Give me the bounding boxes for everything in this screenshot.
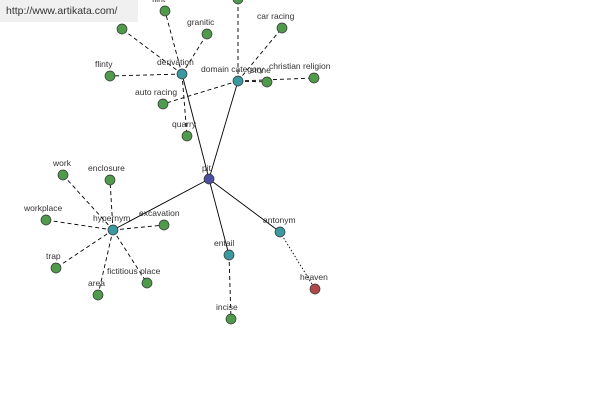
node-label: entail [214,238,234,248]
node-dot[interactable] [201,28,213,40]
node-work[interactable]: work [52,158,72,181]
node-dot[interactable] [116,23,128,35]
edge-domain-car_racing [237,27,283,82]
node-label: work [52,158,72,168]
node-dot[interactable] [40,214,52,226]
node-workplace[interactable]: workplace [23,203,63,226]
node-dot[interactable] [223,249,235,261]
edge-antonym-heaven [279,231,316,290]
edge-pit-entail [208,178,230,256]
edge-hypernym-trap [55,229,114,269]
node-label: hypernym [93,213,130,223]
node-label: stone [250,65,271,75]
node-car_racing[interactable]: car racing [257,11,295,34]
node-dot[interactable] [232,0,244,5]
node-label: domain category [201,64,265,74]
node-dot[interactable] [92,289,104,301]
node-dot[interactable] [181,130,193,142]
node-auto_racing[interactable]: auto racing [135,87,177,110]
watermark-bar: http://www.artikata.com/ [0,0,138,22]
node-dot[interactable] [141,277,153,289]
node-stone[interactable]: stone [250,65,273,88]
node-dot[interactable] [176,68,188,80]
node-deriv_unlabeled[interactable] [116,23,128,35]
edge-domain-christian_religion [237,77,315,82]
node-label: quarry [172,119,197,129]
node-area[interactable]: area [88,278,105,301]
node-label: incise [216,302,238,312]
node-antonym[interactable]: antonym [263,215,296,238]
node-label: enclosure [88,163,125,173]
edge-derivation-granitic [181,33,208,75]
node-flint[interactable]: flint [152,0,171,17]
watermark-url: http://www.artikata.com/ [6,5,118,17]
node-dot[interactable] [157,98,169,110]
edge-pit-domain [208,80,239,180]
node-label: excavation [139,208,180,218]
node-dot[interactable] [104,70,116,82]
edge-domain-auto_racing [162,80,239,105]
node-pit[interactable]: pit [202,163,215,185]
edge-derivation-flint [164,10,183,75]
node-label: pit [202,163,212,173]
edge-pit-derivation [181,73,210,180]
node-domain[interactable]: domain category [201,64,265,87]
node-derivation[interactable]: derivation [157,57,194,80]
node-dot[interactable] [57,169,69,181]
edge-pit-antonym [208,178,281,233]
node-incise[interactable]: incise [216,302,238,325]
node-domain_top[interactable] [232,0,244,5]
node-dot[interactable] [159,5,171,17]
node-label: workplace [23,203,63,213]
node-dot[interactable] [225,313,237,325]
edge-derivation-flinty [109,73,183,77]
node-dot[interactable] [276,22,288,34]
edge-hypernym-workplace [45,219,114,231]
node-excavation[interactable]: excavation [139,208,180,231]
node-flinty[interactable]: flinty [95,59,116,82]
node-label: flinty [95,59,113,69]
node-dot[interactable] [158,219,170,231]
edge-pit-hypernym [112,178,210,231]
node-label: granitic [187,17,215,27]
node-label: antonym [263,215,296,225]
edge-derivation-quarry [181,73,188,137]
node-label: derivation [157,57,194,67]
node-dot[interactable] [104,174,116,186]
node-heaven[interactable]: heaven [300,272,328,295]
node-label: flint [152,0,166,4]
node-label: fictitious place [107,266,161,276]
node-entail[interactable]: entail [214,238,235,261]
node-dot[interactable] [274,226,286,238]
node-granitic[interactable]: granitic [187,17,215,40]
node-dot[interactable] [261,76,273,88]
node-label: christian religion [269,61,331,71]
edge-hypernym-excavation [112,224,165,231]
edge-hypernym-fictitious_place [112,229,148,284]
node-dot[interactable] [50,262,62,274]
node-dot[interactable] [107,224,119,236]
node-trap[interactable]: trap [46,251,62,274]
node-label: car racing [257,11,295,21]
node-fictitious_place[interactable]: fictitious place [107,266,161,289]
node-hypernym[interactable]: hypernym [93,213,130,236]
node-dot[interactable] [308,72,320,84]
node-dot[interactable] [232,75,244,87]
graph-nodes: pit derivation domain category hypernym enta… [23,0,331,325]
edge-entail-incise [228,254,232,320]
node-label: auto racing [135,87,177,97]
node-christian_religion[interactable]: christian religion [269,61,331,84]
node-dot[interactable] [309,283,321,295]
edge-hypernym-work [62,174,114,231]
node-label: heaven [300,272,328,282]
edge-derivation-deriv_unlabeled [121,28,183,75]
node-quarry[interactable]: quarry [172,119,197,142]
edge-hypernym-enclosure [109,179,114,231]
node-label: trap [46,251,61,261]
node-label: area [88,278,105,288]
node-enclosure[interactable]: enclosure [88,163,125,186]
node-dot[interactable] [203,173,215,185]
graph-edges [45,0,316,320]
